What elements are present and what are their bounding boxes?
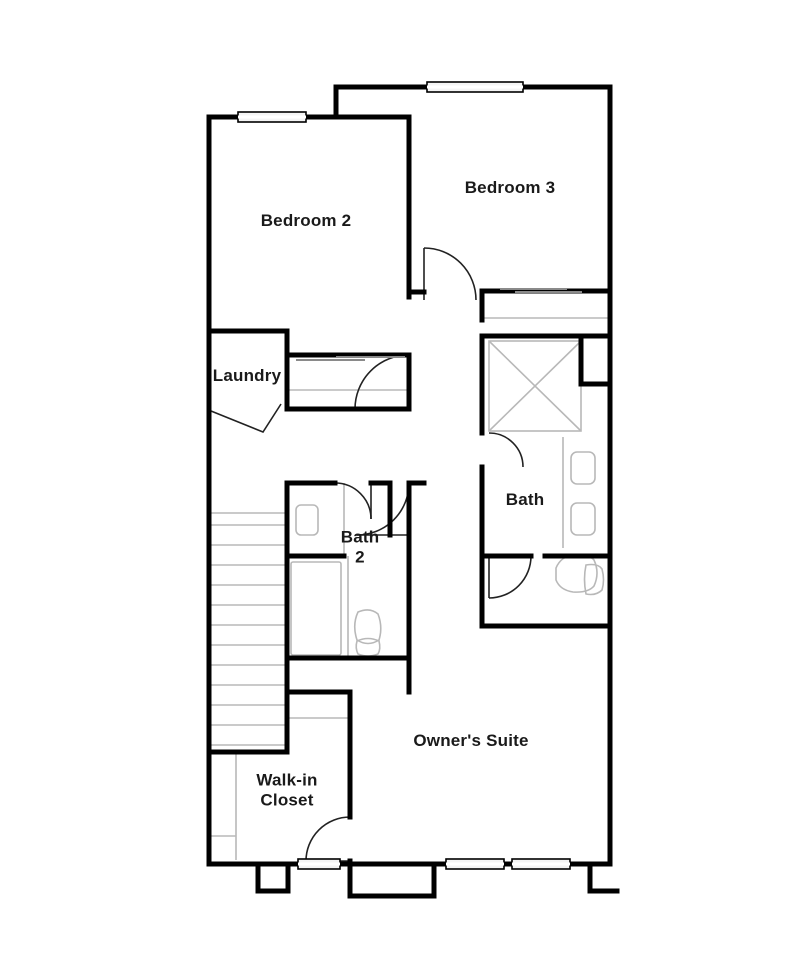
shower-stall bbox=[488, 340, 582, 432]
door-bath[interactable] bbox=[488, 432, 524, 468]
window-owners-2 bbox=[511, 858, 571, 870]
window-bedroom-2-top bbox=[237, 111, 307, 123]
bathtub bbox=[290, 556, 349, 656]
door-walk-in-closet[interactable] bbox=[305, 816, 351, 862]
door-laundry[interactable] bbox=[210, 403, 282, 433]
closet-shelf bbox=[211, 717, 350, 860]
window-owners-1 bbox=[445, 858, 505, 870]
door-toilet[interactable] bbox=[488, 555, 532, 599]
window-closet-bottom bbox=[297, 858, 341, 870]
door-bedroom-3[interactable] bbox=[423, 247, 477, 301]
fixtures-layer bbox=[211, 290, 610, 860]
door-bath-2[interactable] bbox=[334, 482, 372, 520]
toilet-bath2 bbox=[353, 609, 382, 657]
walls-layer bbox=[206, 84, 620, 899]
door-bedroom-2[interactable] bbox=[354, 354, 410, 410]
bedroom3-closet-track bbox=[500, 288, 582, 293]
double-vanity bbox=[562, 437, 596, 548]
window-bedroom-3-top bbox=[426, 81, 524, 93]
bottom-bumpouts bbox=[255, 861, 620, 899]
windows-layer bbox=[237, 81, 582, 870]
toilet-main bbox=[555, 554, 605, 596]
single-vanity bbox=[295, 483, 345, 555]
laundry-bifold-track bbox=[296, 356, 405, 361]
door-bath-2-inner[interactable] bbox=[356, 482, 410, 536]
staircase bbox=[211, 524, 286, 746]
